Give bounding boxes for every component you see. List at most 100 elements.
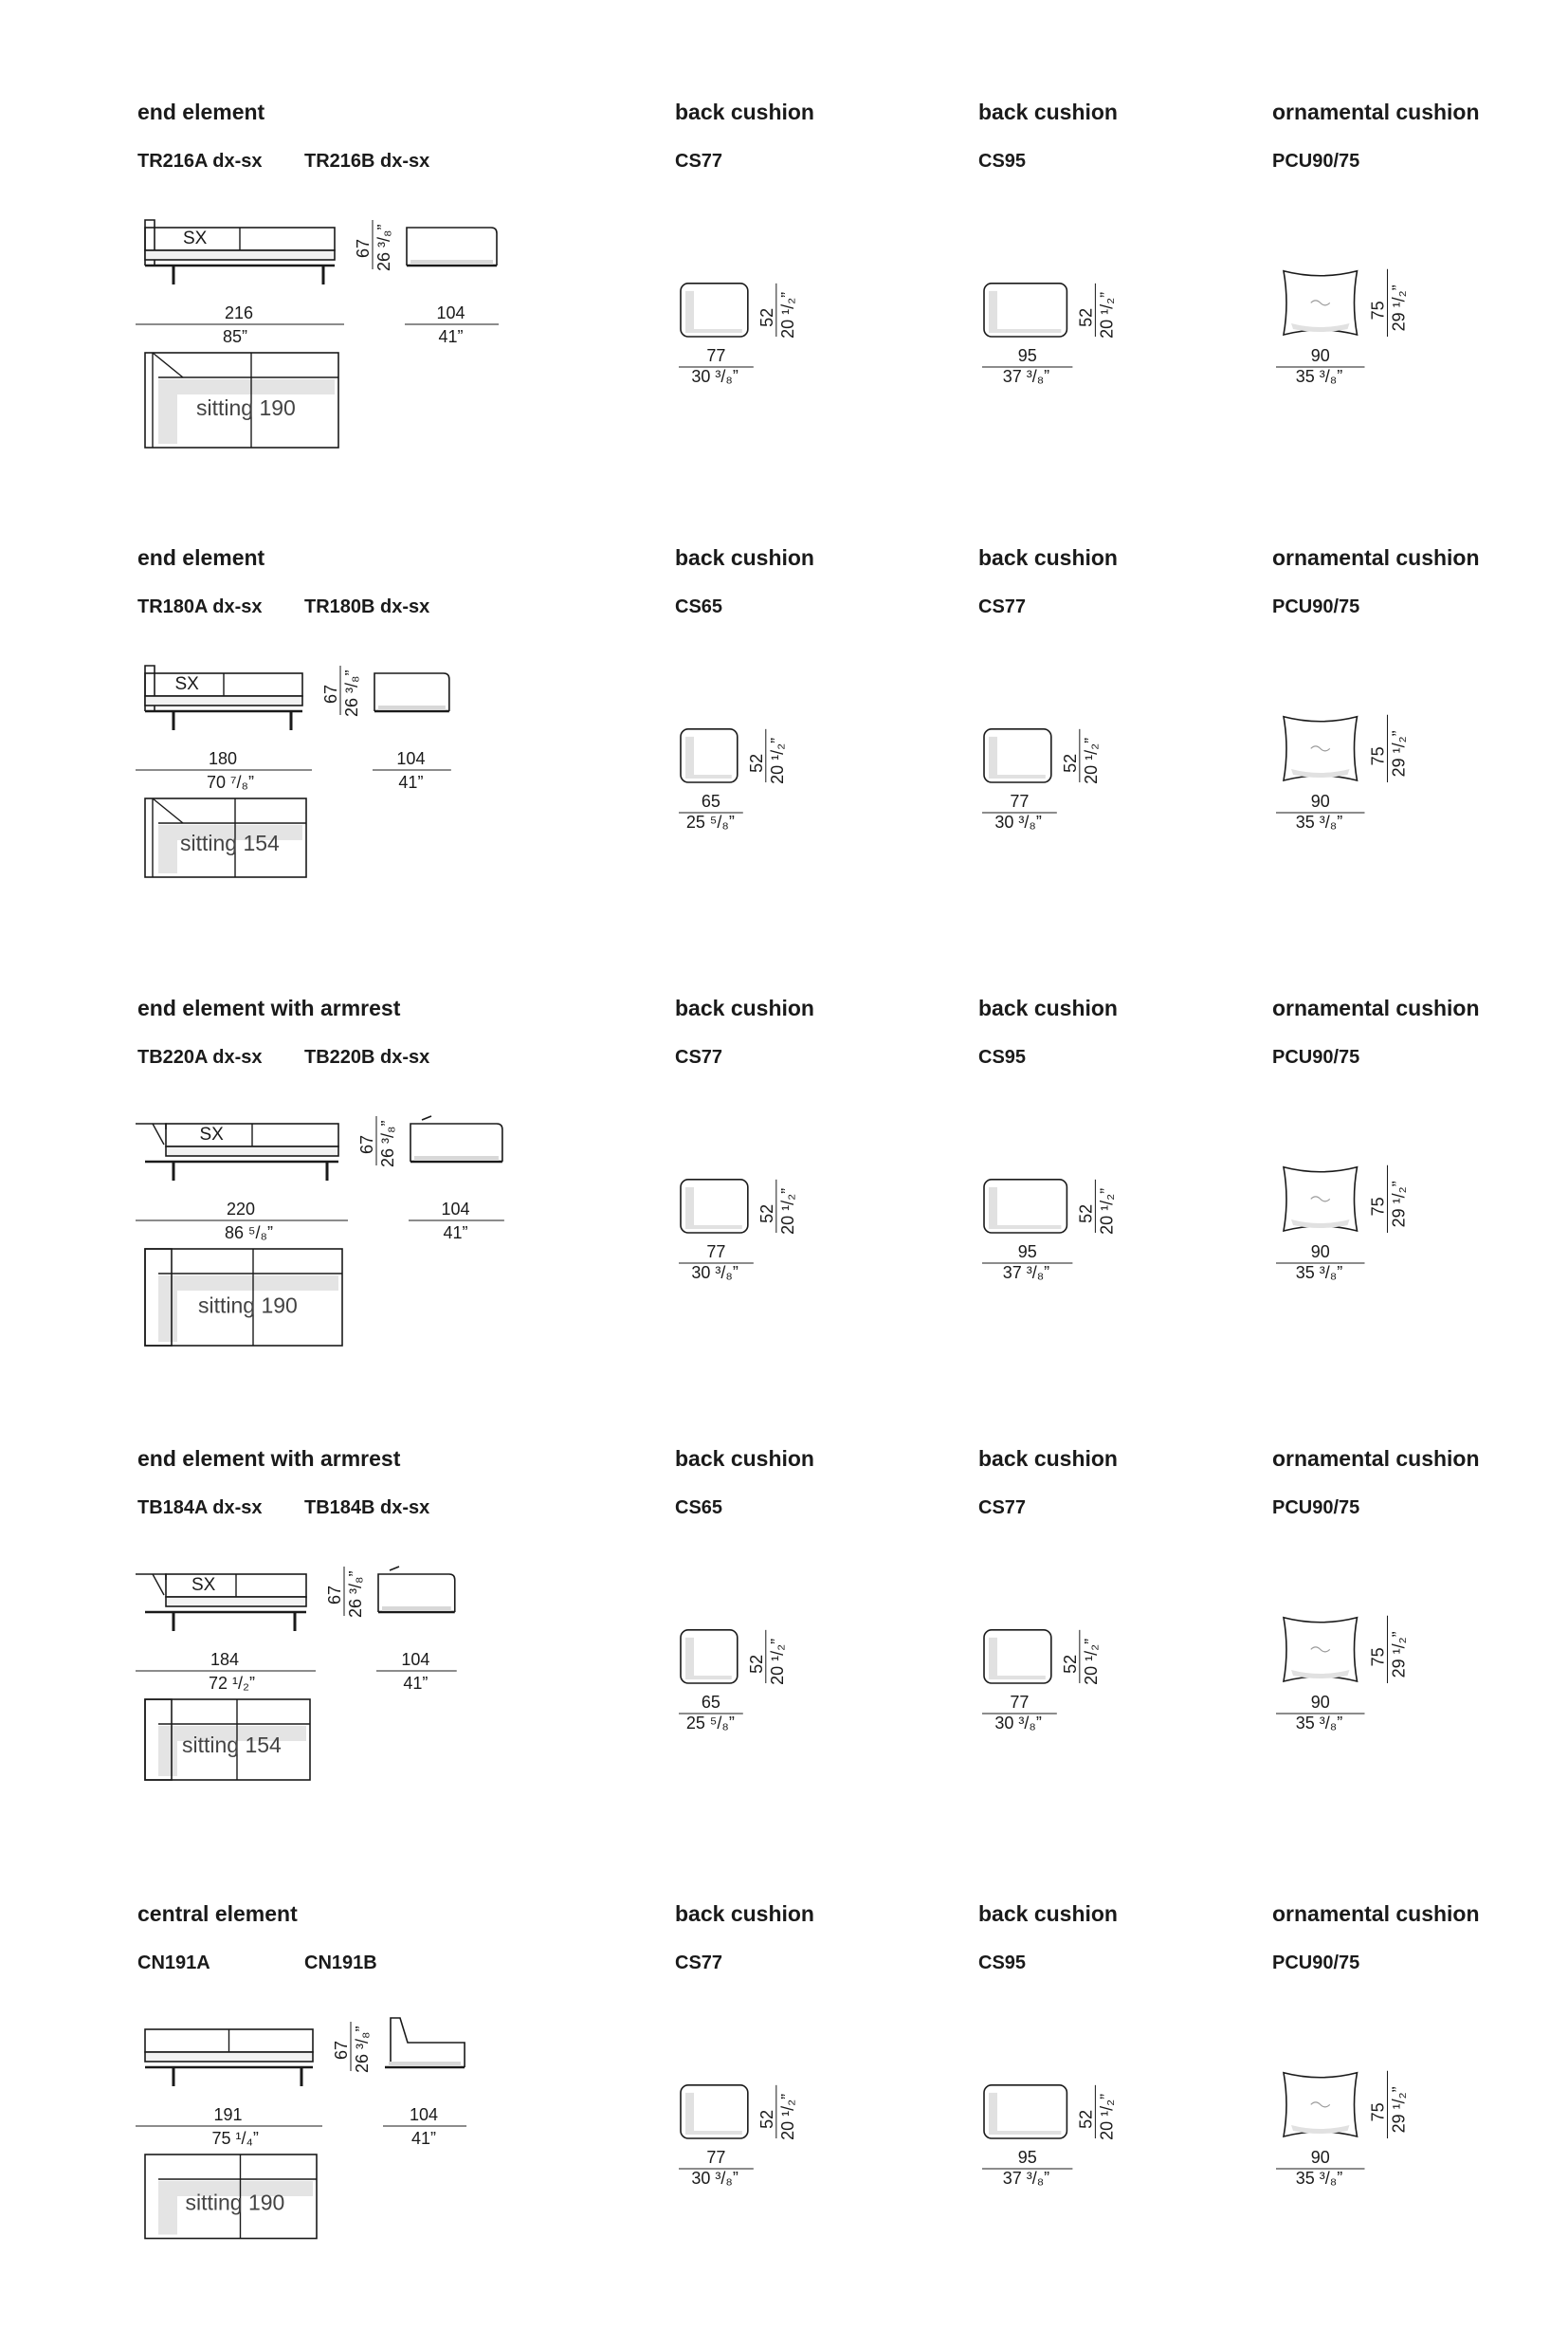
width-in: 85”	[223, 327, 247, 346]
cushion-code: PCU90/75	[1272, 1953, 1360, 1973]
cushion-shade	[685, 2092, 742, 2135]
sitting-depth: sitting 190	[196, 395, 296, 420]
cushion-title: back cushion	[675, 1901, 814, 1926]
element-code: TR216A dx-sx	[137, 151, 263, 172]
back-cushion-shape	[680, 2084, 749, 2139]
width-in: 70 ⁷/₈”	[207, 773, 254, 792]
cushion-title: back cushion	[978, 996, 1118, 1020]
top-corner	[152, 798, 184, 824]
seat-cushion	[144, 2051, 314, 2063]
center-tuft	[1310, 1646, 1331, 1653]
back-cushion-shape	[680, 283, 749, 338]
element-title: central element	[137, 1901, 298, 1926]
element-code: TR180B dx-sx	[304, 596, 430, 617]
cushion-title: back cushion	[978, 1901, 1118, 1926]
cushion-height-in: 29 ¹/₂”	[1390, 2086, 1409, 2133]
center-tuft	[1310, 300, 1331, 306]
cushion-width-in: 35 ³/₈”	[1296, 1263, 1342, 1282]
cushion-height-in: 20 ¹/₂”	[1082, 1639, 1101, 1685]
side-label: SX	[175, 674, 200, 694]
top-armrest	[144, 1248, 173, 1347]
cushion-width-cm: 95	[1018, 346, 1037, 365]
back-cushion-shape	[983, 1629, 1052, 1684]
depth-in: 41”	[443, 1223, 467, 1242]
cushion-width-cm: 77	[1010, 792, 1029, 811]
seat-cushion	[165, 1146, 339, 1157]
side-label: SX	[200, 1125, 225, 1145]
cushion-title: back cushion	[675, 545, 814, 570]
cushion-code: PCU90/75	[1272, 1047, 1360, 1068]
cushion-width-in: 35 ³/₈”	[1296, 1714, 1342, 1733]
top-armrest	[144, 1698, 173, 1781]
depth-cm: 104	[437, 303, 465, 322]
depth-cm: 104	[441, 1200, 469, 1219]
cushion-width-in: 35 ³/₈”	[1296, 367, 1342, 386]
cushion-height-in: 29 ¹/₂”	[1390, 1631, 1409, 1678]
cushion-width-cm: 90	[1311, 1693, 1330, 1712]
ornamental-shade	[1291, 1670, 1350, 1678]
cushion-title: back cushion	[978, 1446, 1118, 1471]
cushion-shade	[989, 2092, 1062, 2135]
cushion-code: CS95	[978, 1953, 1027, 1973]
cushion-width-in: 35 ³/₈”	[1296, 2169, 1342, 2188]
cushion-height-cm: 52	[747, 1655, 766, 1674]
armrest-support	[152, 1123, 165, 1146]
cushion-code: CS77	[978, 596, 1027, 617]
cushion-width-cm: 77	[706, 1242, 725, 1261]
cushion-code: CS65	[675, 1497, 723, 1518]
cushion-height-in: 20 ¹/₂”	[778, 2094, 797, 2140]
side-label: SX	[191, 1575, 216, 1595]
seat-cushion	[144, 249, 336, 261]
height-in: 26 ³/₈”	[378, 1121, 397, 1167]
sitting-depth: sitting 190	[186, 2190, 285, 2214]
cushion-code: CS77	[675, 1047, 723, 1068]
cushion-code: PCU90/75	[1272, 151, 1360, 172]
cushion-width-in: 37 ³/₈”	[1003, 1263, 1049, 1282]
cushion-title: back cushion	[675, 1446, 814, 1471]
cushion-code: CS77	[675, 1953, 723, 1973]
cushion-height-cm: 52	[1076, 2110, 1095, 2129]
cushion-code: CS95	[978, 151, 1027, 172]
cushion-width-cm: 95	[1018, 2148, 1037, 2167]
height-cm: 67	[332, 2041, 351, 2060]
cushion-width-cm: 65	[702, 1693, 720, 1712]
height-in: 26 ³/₈”	[374, 225, 393, 271]
depth-cm: 104	[410, 2105, 438, 2124]
width-cm: 191	[214, 2105, 243, 2124]
back-cushion-shape	[983, 1179, 1068, 1234]
depth-cm: 104	[396, 749, 425, 768]
back-shade	[158, 379, 335, 444]
cushion-title: ornamental cushion	[1272, 1446, 1480, 1471]
element-code: TR216B dx-sx	[304, 151, 430, 172]
element-code: CN191A	[137, 1953, 210, 1973]
depth-in: 41”	[403, 1674, 428, 1693]
cushion-height-in: 20 ¹/₂”	[1082, 738, 1101, 784]
cushion-height-cm: 52	[757, 2110, 776, 2129]
cushion-width-cm: 77	[706, 2148, 725, 2167]
side-profile	[390, 2017, 465, 2067]
height-cm: 67	[354, 239, 373, 258]
cushion-width-in: 30 ³/₈”	[994, 1714, 1041, 1733]
width-cm: 180	[209, 749, 237, 768]
